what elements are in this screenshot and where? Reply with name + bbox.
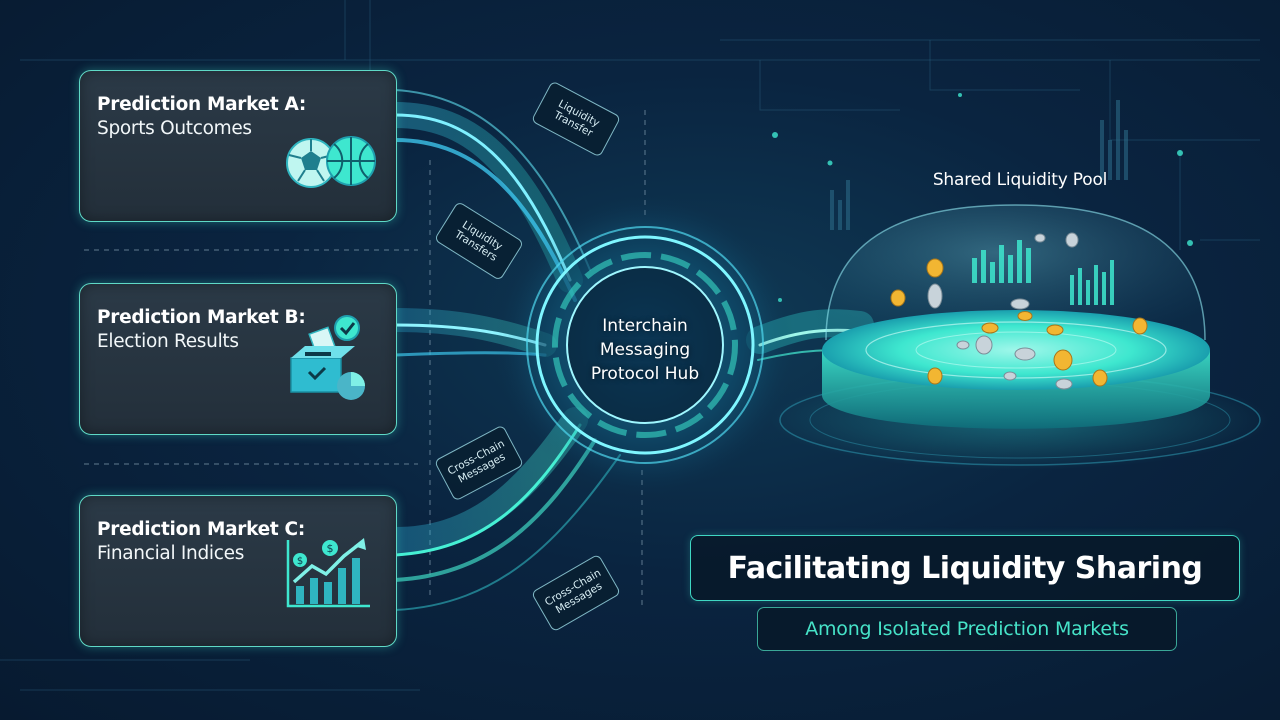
sports-balls-icon: [286, 136, 376, 188]
market-b-subtitle: Election Results: [97, 331, 239, 352]
subheadline: Among Isolated Prediction Markets: [757, 607, 1177, 651]
headline: Facilitating Liquidity Sharing: [690, 535, 1240, 601]
pool-title: Shared Liquidity Pool: [932, 170, 1108, 190]
hub-label: Interchain Messaging Protocol Hub: [560, 314, 730, 386]
pool-bar-chart: [972, 240, 1114, 305]
market-a-subtitle: Sports Outcomes: [97, 118, 252, 139]
background-bar-glyphs: [830, 100, 1128, 230]
pool-coins: [890, 232, 1148, 390]
ballot-box-icon: [290, 315, 365, 400]
rising-chart-icon: $ $: [286, 538, 370, 608]
hub-label-line: Interchain: [602, 316, 688, 336]
market-card-c: Prediction Market C: Financial Indices $…: [79, 495, 397, 647]
market-c-subtitle: Financial Indices: [97, 543, 245, 564]
protocol-hub: [495, 195, 795, 495]
shared-liquidity-pool: [770, 204, 1270, 470]
market-b-title: Prediction Market B:: [97, 307, 306, 328]
hub-label-line: Messaging: [599, 340, 691, 360]
market-a-title: Prediction Market A:: [97, 94, 306, 115]
market-c-title: Prediction Market C:: [97, 519, 305, 540]
svg-text:$: $: [327, 542, 334, 555]
hub-label-line: Protocol Hub: [590, 364, 700, 384]
market-card-a: Prediction Market A: Sports Outcomes: [79, 70, 397, 222]
svg-text:$: $: [297, 556, 303, 567]
market-card-b: Prediction Market B: Election Results: [79, 283, 397, 435]
background-circuit-lines: [0, 0, 1260, 691]
